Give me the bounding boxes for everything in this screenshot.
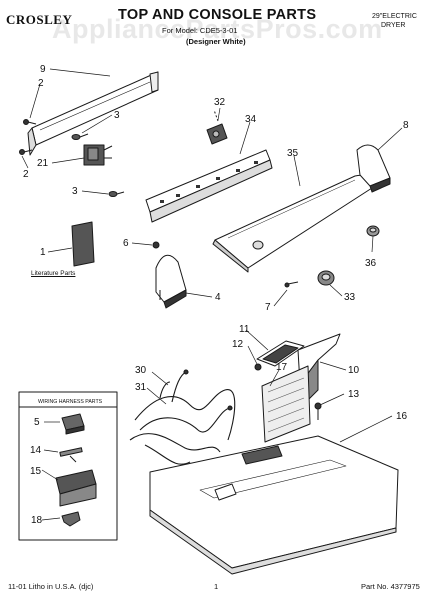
callout-32: 32 <box>214 97 226 108</box>
callout-15: 15 <box>30 466 42 477</box>
page-number: 1 <box>214 582 219 591</box>
color-variant: (Designer White) <box>186 37 246 46</box>
part-3-screw-upper[interactable] <box>71 133 89 140</box>
part-2-screw-upper[interactable] <box>23 119 37 125</box>
callout-9: 9 <box>40 64 46 75</box>
part-6-screw[interactable] <box>152 241 160 249</box>
callout-8: 8 <box>403 120 409 131</box>
callout-5: 5 <box>34 417 40 428</box>
callout-31: 31 <box>135 382 147 393</box>
part-13-screw[interactable] <box>314 402 322 420</box>
callout-12: 12 <box>232 339 244 350</box>
watermark: AppliancePartsPros.com <box>52 14 383 44</box>
part-32-push-to-start-switch[interactable] <box>206 109 228 145</box>
callout-2-upper: 2 <box>38 78 44 89</box>
callout-36: 36 <box>365 258 377 269</box>
callout-33: 33 <box>344 292 356 303</box>
wiring-harness-parts-label: WIRING HARNESS PARTS <box>38 399 103 405</box>
part-8-right-end-cap[interactable] <box>356 144 391 193</box>
part-9-rear-console-panel[interactable] <box>27 71 159 156</box>
part-2-screw-lower[interactable] <box>19 149 33 155</box>
part-4-left-end-cap[interactable] <box>155 254 187 309</box>
callout-3-lower: 3 <box>72 186 78 197</box>
callout-18: 18 <box>31 515 43 526</box>
callout-7: 7 <box>265 302 271 313</box>
part-33-knob[interactable] <box>317 270 335 286</box>
part-3-screw-lower[interactable] <box>108 191 125 197</box>
part-17-grille[interactable] <box>261 365 311 443</box>
part-36-knob[interactable] <box>366 225 380 237</box>
callout-17: 17 <box>276 362 288 373</box>
callout-6: 6 <box>123 238 129 249</box>
page-title: TOP AND CONSOLE PARTS <box>118 7 317 23</box>
part-14-terminal[interactable] <box>59 447 83 463</box>
callout-11: 11 <box>239 324 250 335</box>
part-34-console-bracket[interactable] <box>145 149 273 223</box>
part-12-screw[interactable] <box>254 363 262 371</box>
callout-35: 35 <box>287 148 299 159</box>
appliance-size: 29"ELECTRIC <box>372 13 417 20</box>
brand-logo: CROSLEY <box>6 12 73 27</box>
part-1-literature[interactable] <box>71 221 95 267</box>
callout-leader-lines <box>21 68 403 521</box>
callout-16: 16 <box>396 411 408 422</box>
literature-parts-label: Literature Parts <box>31 270 76 277</box>
part-31-wiring-harness[interactable] <box>129 369 236 465</box>
callout-1: 1 <box>40 247 46 258</box>
part-5-connector[interactable] <box>61 413 85 435</box>
callout-14: 14 <box>30 445 42 456</box>
callout-30: 30 <box>135 365 147 376</box>
callout-10: 10 <box>348 365 360 376</box>
part-7-screw[interactable] <box>284 281 299 288</box>
callout-2-lower: 2 <box>23 169 29 180</box>
appliance-type: DRYER <box>381 22 406 29</box>
part-18-wire-clip[interactable] <box>61 511 81 527</box>
part-number: Part No. 4377975 <box>361 582 420 591</box>
part-15-terminal-block[interactable] <box>55 469 97 507</box>
callout-21: 21 <box>37 158 49 169</box>
callout-3-upper: 3 <box>114 110 120 121</box>
part-21-timer[interactable] <box>83 144 113 166</box>
part-35-console-panel[interactable] <box>212 174 373 273</box>
part-16-top-panel[interactable] <box>149 435 399 575</box>
callout-34: 34 <box>245 114 257 125</box>
callout-13: 13 <box>348 389 360 400</box>
part-11-lint-screen[interactable] <box>256 340 305 367</box>
callout-4: 4 <box>215 292 221 303</box>
model-number: For Model: CDE5-3-01 <box>162 26 238 35</box>
litho-note: 11-01 Litho in U.S.A. (djc) <box>8 582 94 591</box>
